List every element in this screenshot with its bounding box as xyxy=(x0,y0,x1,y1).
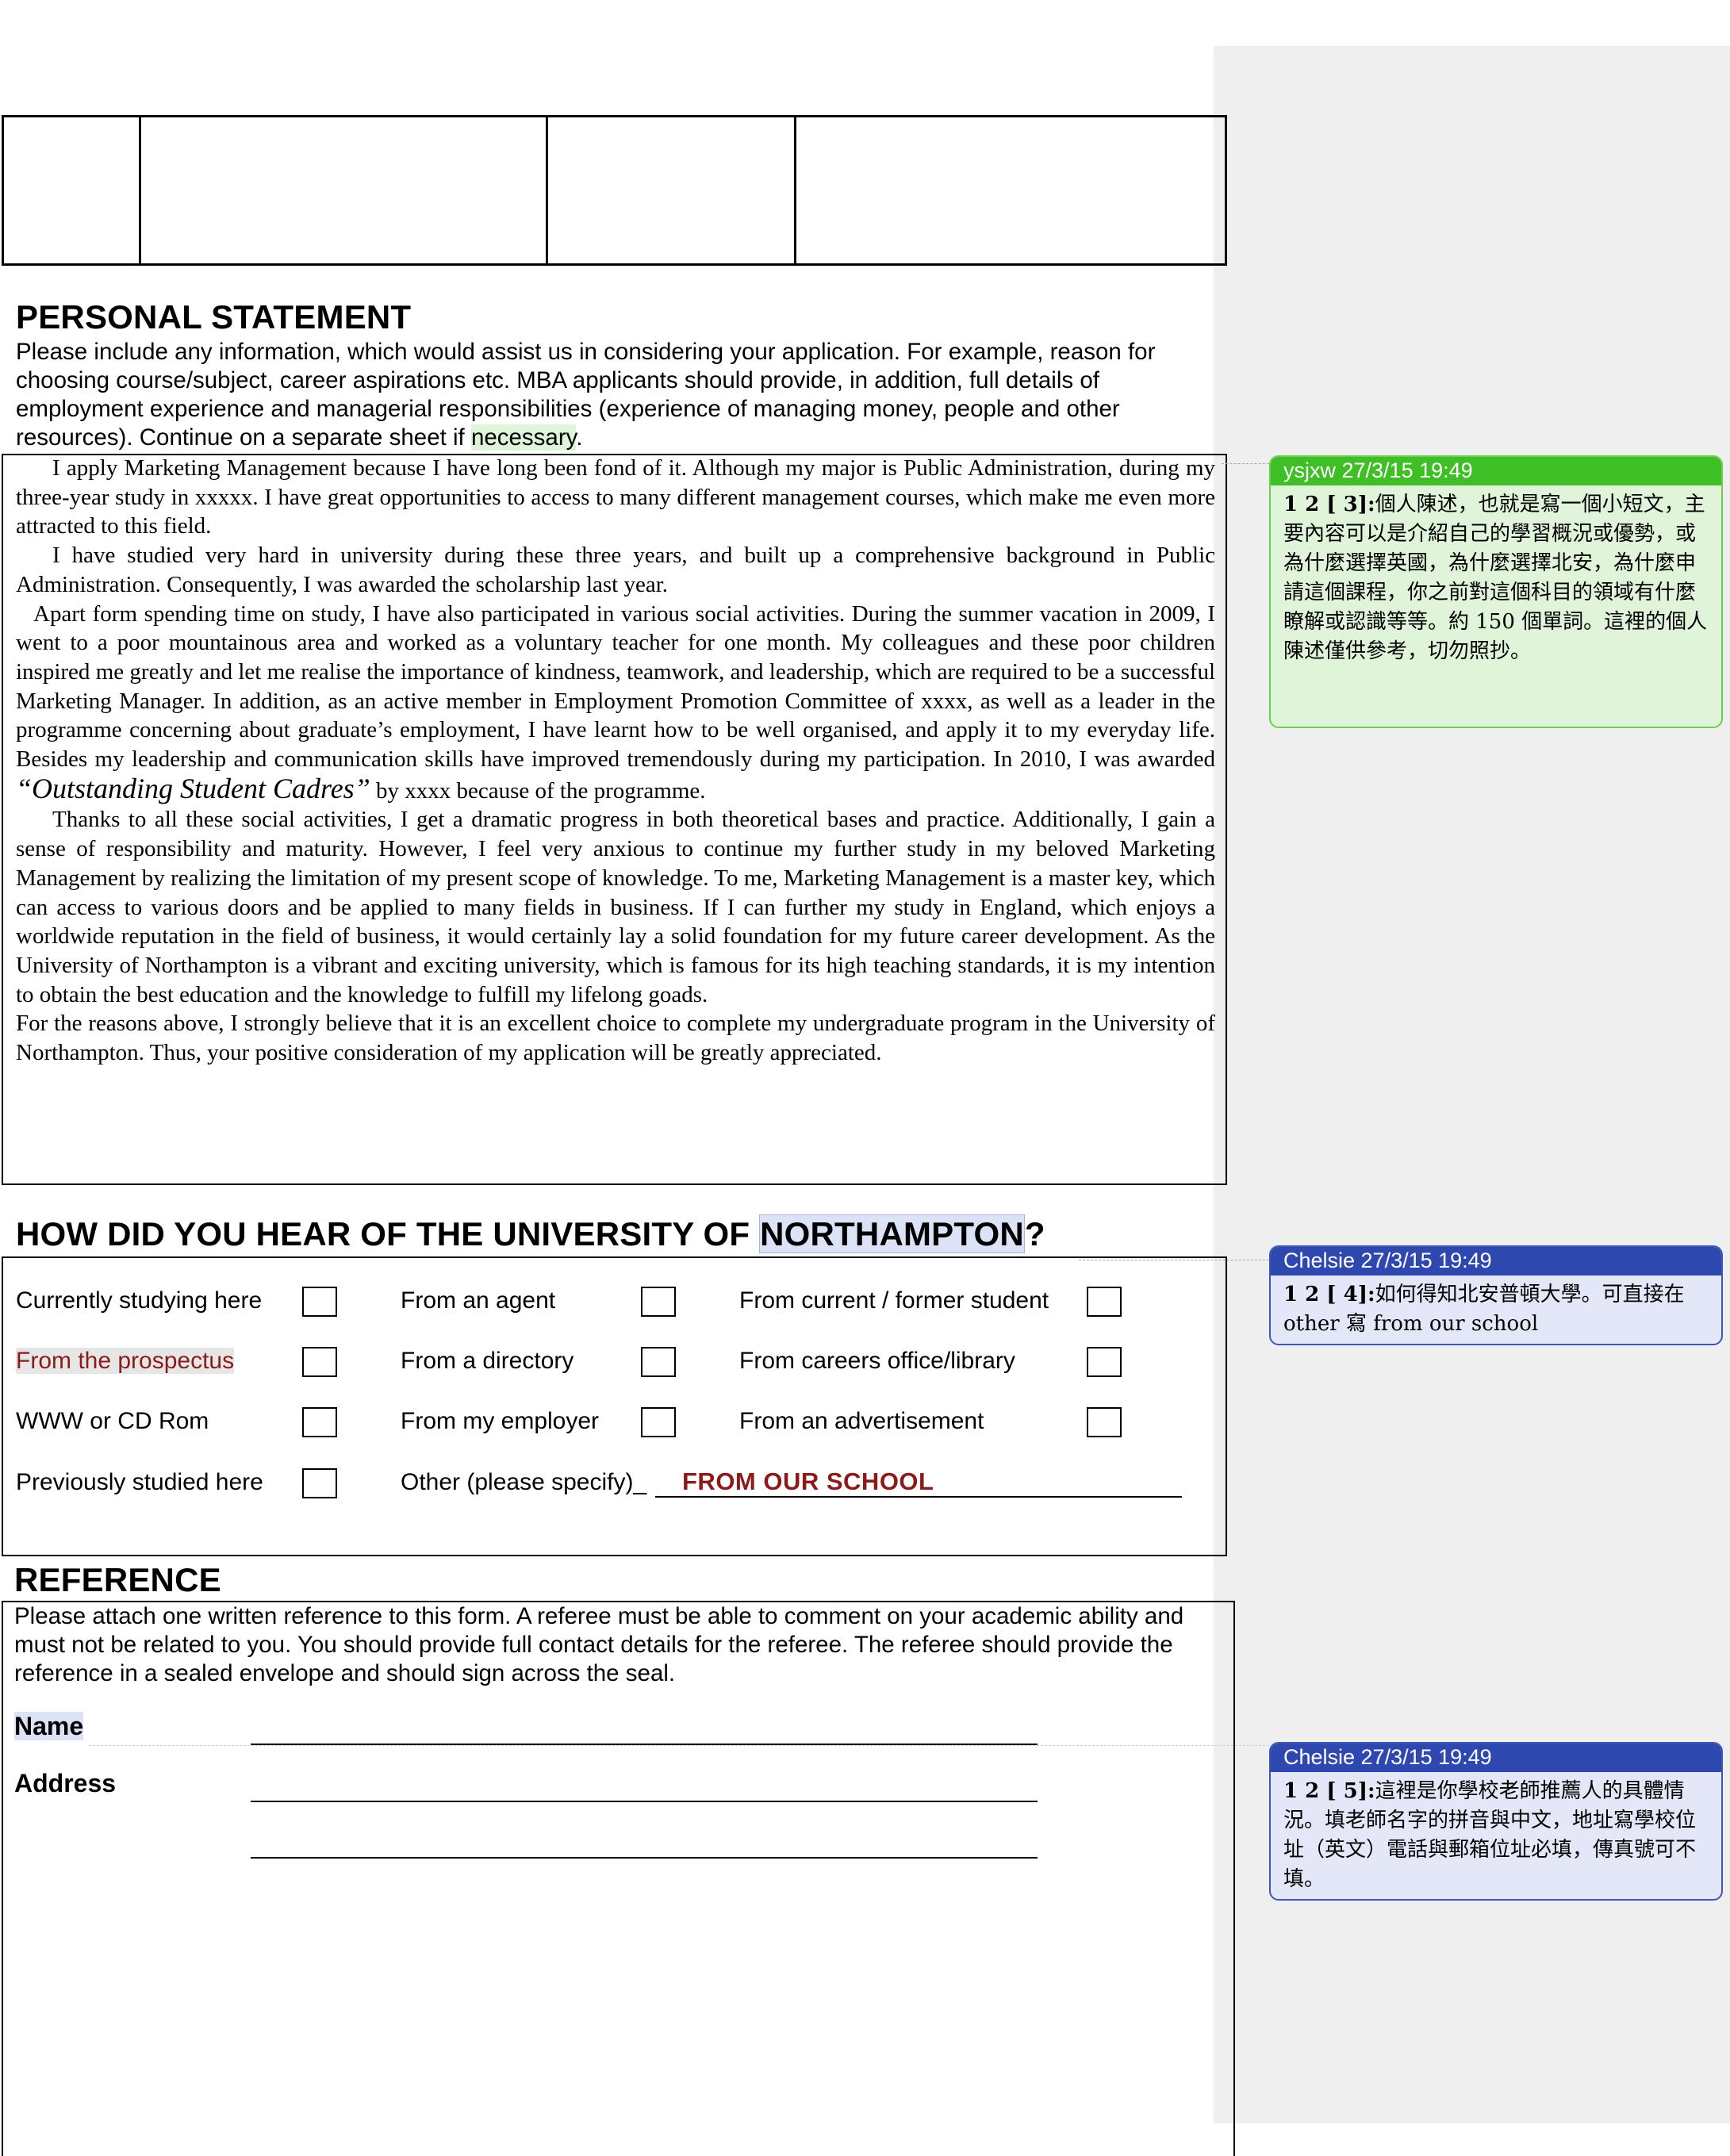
header-table xyxy=(2,115,1227,266)
comment-body: 1 2 [ 5]:這裡是你學校老師推薦人的具體情況。填老師名字的拼音與中文，地址… xyxy=(1283,1779,1697,1891)
statement-paragraph: I have studied very hard in university d… xyxy=(16,543,1215,597)
checkbox-from-employer[interactable] xyxy=(641,1407,676,1437)
comment-balloon[interactable]: Chelsie 27/3/15 19:49 1 2 [ 4]:如何得知北安普頓大… xyxy=(1269,1245,1723,1345)
checkbox-from-student[interactable] xyxy=(1087,1287,1122,1317)
personal-statement-text[interactable]: I apply Marketing Management because I h… xyxy=(16,454,1215,1068)
statement-paragraph: Apart form spending time on study, I hav… xyxy=(16,600,1215,804)
address-field-line-2[interactable] xyxy=(251,1857,1038,1859)
table-column-divider xyxy=(139,117,141,263)
hear-of-heading: HOW DID YOU HEAR OF THE UNIVERSITY OF NO… xyxy=(16,1214,1045,1253)
comment-connector xyxy=(89,1745,1269,1746)
document-page xyxy=(0,0,1214,2123)
name-field[interactable] xyxy=(251,1744,1038,1745)
personal-statement-box[interactable] xyxy=(2,454,1227,1185)
option-label: From a directory xyxy=(401,1348,574,1374)
reference-instructions: Please attach one written reference to t… xyxy=(14,1603,1184,1686)
option-label: WWW or CD Rom xyxy=(16,1408,209,1434)
personal-statement-instructions: Please include any information, which wo… xyxy=(16,339,1156,451)
checkbox-from-prospectus[interactable] xyxy=(302,1347,337,1377)
address-field-line-1[interactable] xyxy=(251,1801,1038,1802)
checkbox-www-cd[interactable] xyxy=(302,1407,337,1437)
comment-author-time: Chelsie 27/3/15 19:49 xyxy=(1271,1247,1721,1276)
address-label: Address xyxy=(14,1769,117,1797)
checkbox-from-advert[interactable] xyxy=(1087,1407,1122,1437)
comment-body: 1 2 [ 4]:如何得知北安普頓大學。可直接在 other 寫 from ou… xyxy=(1283,1283,1685,1336)
checkbox-from-agent[interactable] xyxy=(641,1287,676,1317)
option-label-prospectus: From the prospectus xyxy=(16,1348,235,1374)
reference-box xyxy=(2,1601,1235,2156)
option-label: From my employer xyxy=(401,1408,600,1434)
comment-anchor-northampton[interactable]: NORTHAMPTON xyxy=(759,1214,1025,1253)
comment-body: 1 2 [ 3]:個人陳述，也就是寫一個小短文，主要內容可以是介紹自己的學習概況… xyxy=(1283,493,1708,663)
checkbox-currently-studying[interactable] xyxy=(302,1287,337,1317)
option-label: From an agent xyxy=(401,1287,556,1314)
option-label: Previously studied here xyxy=(16,1469,263,1495)
option-label: From current / former student xyxy=(739,1287,1049,1314)
comment-connector xyxy=(1222,463,1269,464)
checkbox-from-careers[interactable] xyxy=(1087,1347,1122,1377)
comment-balloon[interactable]: Chelsie 27/3/15 19:49 1 2 [ 5]:這裡是你學校老師推… xyxy=(1269,1742,1723,1901)
other-specify-answer[interactable]: FROM OUR SCHOOL xyxy=(682,1467,934,1495)
statement-paragraph: I apply Marketing Management because I h… xyxy=(16,455,1215,539)
table-column-divider xyxy=(794,117,796,263)
table-column-divider xyxy=(546,117,548,263)
comment-anchor-necessary[interactable]: necessary xyxy=(470,424,577,451)
option-label: From an advertisement xyxy=(739,1408,984,1434)
comment-author-time: Chelsie 27/3/15 19:49 xyxy=(1271,1744,1721,1772)
comment-author-time: ysjxw 27/3/15 19:49 xyxy=(1271,457,1721,485)
hear-of-box xyxy=(2,1256,1227,1556)
reference-heading: REFERENCE xyxy=(14,1561,221,1598)
comment-balloon[interactable]: ysjxw 27/3/15 19:49 1 2 [ 3]:個人陳述，也就是寫一個… xyxy=(1269,455,1723,728)
option-label: Other (please specify)_ xyxy=(401,1469,647,1495)
statement-paragraph: For the reasons above, I strongly believ… xyxy=(16,1011,1215,1066)
personal-statement-heading: PERSONAL STATEMENT xyxy=(16,298,412,336)
margin-pane-top xyxy=(1214,0,1730,46)
checkbox-from-directory[interactable] xyxy=(641,1347,676,1377)
checkbox-previously-studied[interactable] xyxy=(302,1468,337,1498)
option-label: Currently studying here xyxy=(16,1287,263,1314)
option-label: From careers office/library xyxy=(739,1348,1015,1374)
name-label: Name xyxy=(14,1712,84,1740)
award-title: “Outstanding Student Cadres” xyxy=(16,772,370,804)
other-specify-line xyxy=(655,1496,1182,1498)
statement-paragraph: Thanks to all these social activities, I… xyxy=(16,807,1215,1007)
